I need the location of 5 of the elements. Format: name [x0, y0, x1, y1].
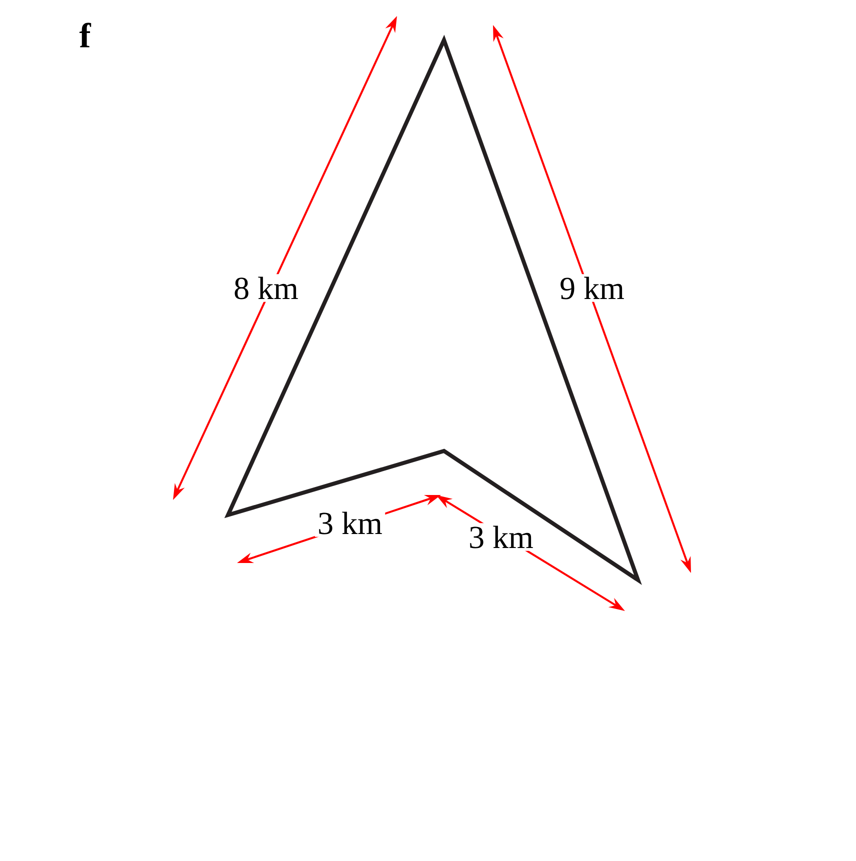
dimension-label: 8 km: [230, 274, 302, 302]
dimension-label: 9 km: [556, 274, 628, 302]
panel-letter: f: [79, 22, 92, 48]
dimension-label: 3 km: [314, 509, 386, 537]
dimension-label: 3 km: [466, 523, 536, 551]
